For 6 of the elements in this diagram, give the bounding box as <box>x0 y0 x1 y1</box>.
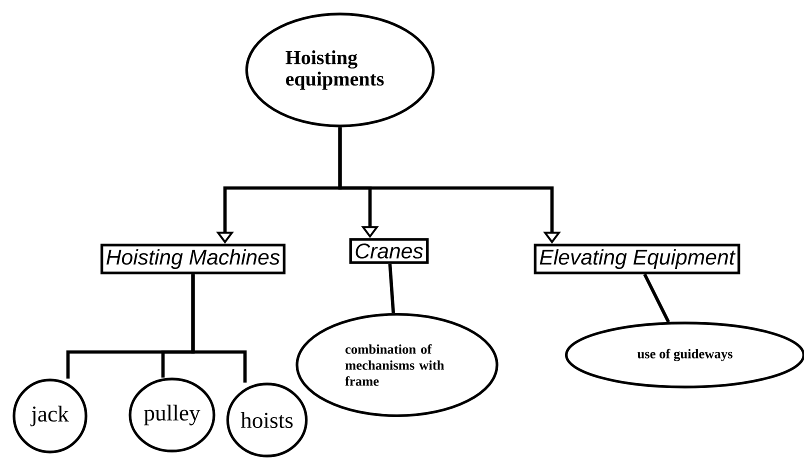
category-box: Elevating Equipment <box>534 244 740 274</box>
category-box: Hoisting Machines <box>100 244 286 274</box>
connector <box>388 264 396 314</box>
connector <box>643 274 670 323</box>
connector <box>191 274 247 383</box>
category-box: Cranes <box>349 238 429 264</box>
